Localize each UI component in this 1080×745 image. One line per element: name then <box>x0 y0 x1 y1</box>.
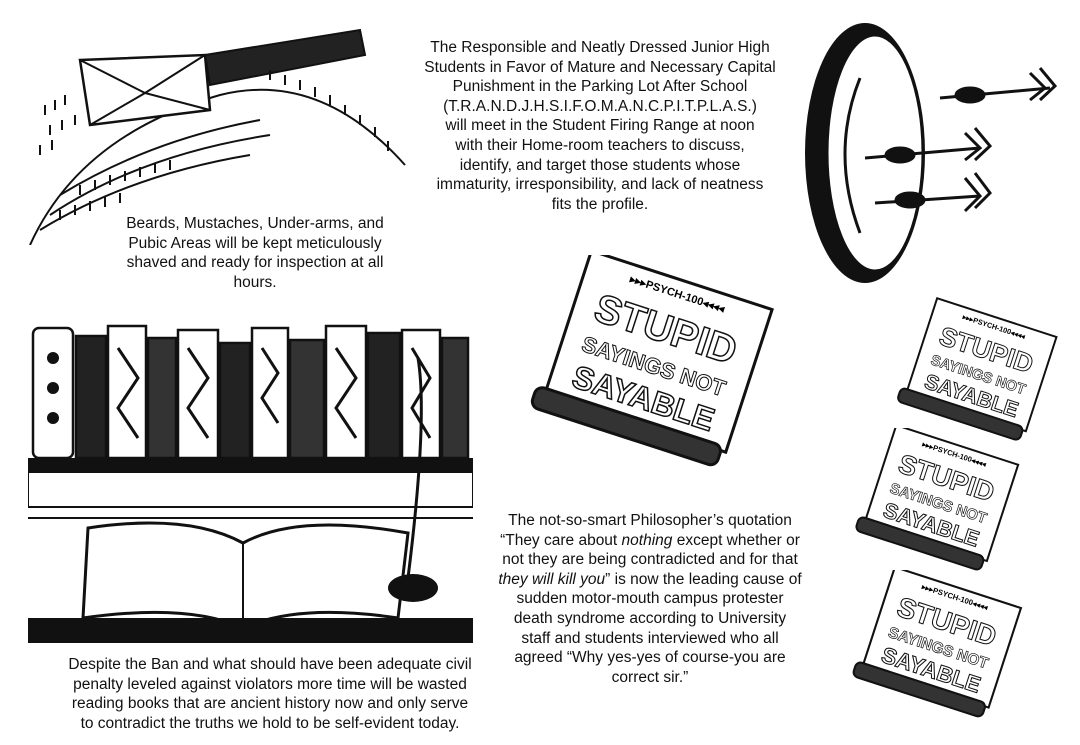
emphasis-nothing: nothing <box>621 531 673 549</box>
razor-field-illustration <box>29 28 406 245</box>
target-darts-illustration <box>805 23 1058 283</box>
top-notice-line: Students in Favor of Mature and Necessar… <box>424 58 776 76</box>
philosopher-line: “They care about nothing except whether … <box>475 531 825 551</box>
top-notice-line: The Responsible and Neatly Dressed Junio… <box>430 39 770 56</box>
text-span: ” is now the leading cause of <box>605 570 802 588</box>
shaving-notice-line: Pubic Areas will be kept meticulously <box>128 234 382 252</box>
top-notice-line: will meet in the Student Firing Range at… <box>445 117 755 135</box>
top-notice-line: (T.R.A.N.D.J.H.S.I.F.O.M.A.N.C.P.I.T.P.L… <box>443 97 757 115</box>
stupid-sayings-book-small: ▸▸▸PSYCH-100◂◂◂◂ STUPID SAYINGS NOT SAYA… <box>855 428 1020 571</box>
stupid-sayings-book-large: ▸▸▸PSYCH-100◂◂◂◂ STUPID SAYINGS NOT SAYA… <box>530 255 774 467</box>
shaving-notice-line: Beards, Mustaches, Under-arms, and <box>126 215 384 232</box>
shaving-notice-line: hours. <box>233 273 277 291</box>
philosopher-line: The not-so-smart Philosopher’s quotation <box>508 512 792 529</box>
top-notice-line: fits the profile. <box>551 195 649 213</box>
book-ban-line: penalty leveled against violators more t… <box>73 675 467 693</box>
bookshelf-illustration <box>28 324 473 643</box>
philosopher-line: agreed “Why yes-yes of course-you are <box>514 649 786 667</box>
stupid-sayings-book-small: ▸▸▸PSYCH-100◂◂◂◂ STUPID SAYINGS NOT SAYA… <box>897 297 1058 441</box>
shaving-notice-line: shaved and ready for inspection at all <box>126 254 384 272</box>
book-ban-line: to contradict the truths we hold to be s… <box>80 714 460 732</box>
top-notice-text: The Responsible and Neatly Dressed Junio… <box>400 38 800 214</box>
philosopher-line: sudden motor-mouth campus protester <box>516 590 784 608</box>
book-ban-line: Despite the Ban and what should have bee… <box>68 656 472 673</box>
book-ban-line: reading books that are ancient history n… <box>71 695 469 713</box>
top-notice-line: immaturity, irresponsibility, and lack o… <box>436 176 764 194</box>
philosopher-text: The not-so-smart Philosopher’s quotation… <box>475 511 825 687</box>
philosopher-line: death syndrome according to University <box>513 609 787 627</box>
philosopher-line: staff and students interviewed who all <box>521 629 779 647</box>
stupid-sayings-book-small: ▸▸▸PSYCH-100◂◂◂◂ STUPID SAYINGS NOT SAYA… <box>852 570 1023 718</box>
top-notice-line: Punishment in the Parking Lot After Scho… <box>452 78 748 96</box>
shaving-notice-text: Beards, Mustaches, Under-arms, and Pubic… <box>105 214 405 292</box>
philosopher-line: correct sir.” <box>611 668 689 686</box>
top-notice-line: with their Home-room teachers to discuss… <box>455 136 745 154</box>
text-span: except whether or <box>672 531 800 549</box>
top-notice-line: identify, and target those students whos… <box>459 156 741 174</box>
emphasis-kill: they will kill you <box>498 570 606 588</box>
philosopher-line: not they are being contradicted and for … <box>502 551 798 569</box>
philosopher-line: they will kill you” is now the leading c… <box>475 570 825 590</box>
book-ban-text: Despite the Ban and what should have bee… <box>20 655 520 733</box>
text-span: “They care about <box>500 531 622 549</box>
